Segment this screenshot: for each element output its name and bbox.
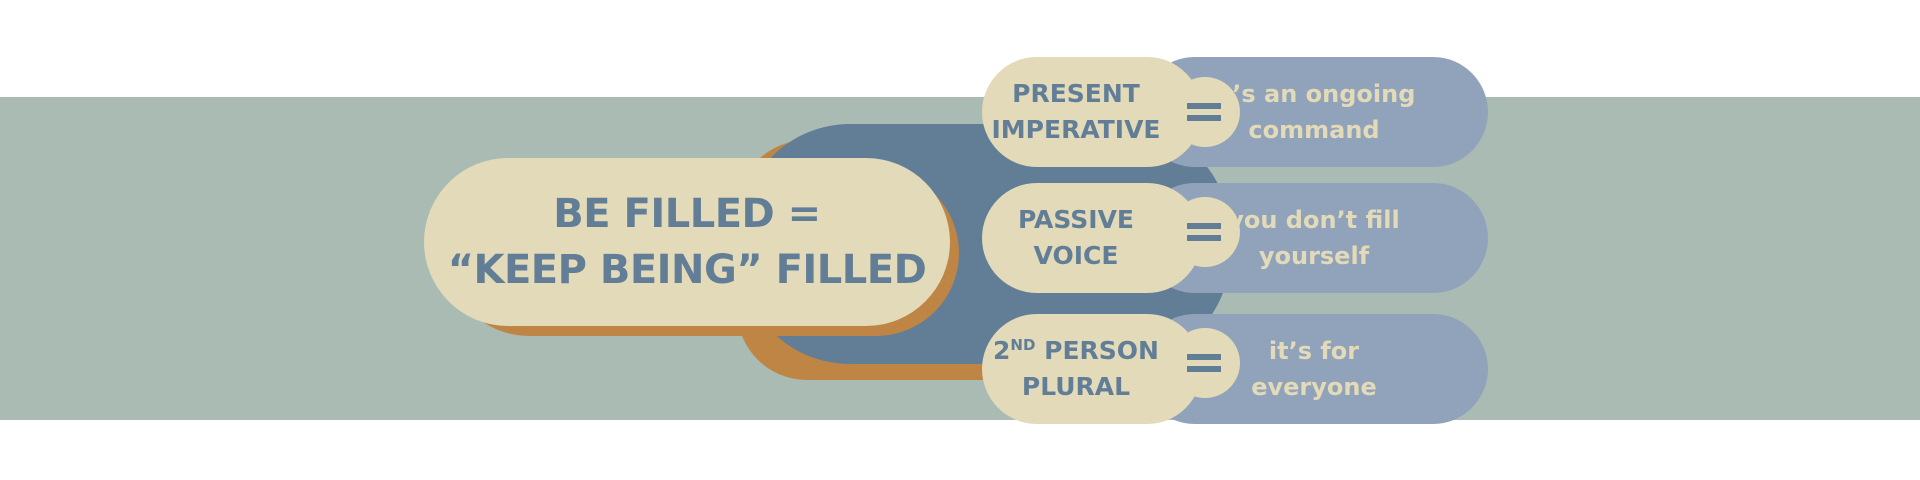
main-line-1: BE FILLED = [553,191,821,237]
term-line-1: 2ND PERSON [993,333,1159,369]
explanation-line-1: you don’t fill [1228,206,1400,234]
explanation-line-2: command [1248,116,1380,144]
term-line-1: PASSIVE [1018,205,1134,234]
equals-icon [1170,328,1240,398]
equals-icon [1170,197,1240,267]
term-line-2: PLURAL [1021,372,1131,401]
explanation-line-1: it’s an ongoing [1212,80,1416,108]
explanation-line-2: everyone [1251,373,1377,401]
term-pill: 2ND PERSON PLURAL [982,314,1202,424]
row-second-person-plural: it’s for everyone 2ND PERSON PLURAL [0,314,1920,424]
equals-icon [1170,77,1240,147]
term-line-2: IMPERATIVE [991,115,1161,144]
explanation-line-1: it’s for [1268,337,1360,365]
row-present-imperative: it’s an ongoing command PRESENT IMPERATI… [0,57,1920,167]
term-pill: PRESENT IMPERATIVE [982,57,1202,167]
term-line-2: VOICE [1033,241,1119,270]
main-statement: BE FILLED = “KEEP BEING” FILLED [424,158,950,326]
term-line-1: PRESENT [1012,79,1140,108]
row-passive-voice: you don’t fill yourself PASSIVE VOICE [0,183,1920,293]
term-line-1-rest: PERSON [1035,336,1159,365]
term-pill: PASSIVE VOICE [982,183,1202,293]
explanation-line-2: yourself [1258,242,1370,270]
main-line-2: “KEEP BEING” FILLED [447,247,927,293]
ordinal-number: 2 [993,336,1011,365]
ordinal-suffix: ND [1010,336,1036,354]
